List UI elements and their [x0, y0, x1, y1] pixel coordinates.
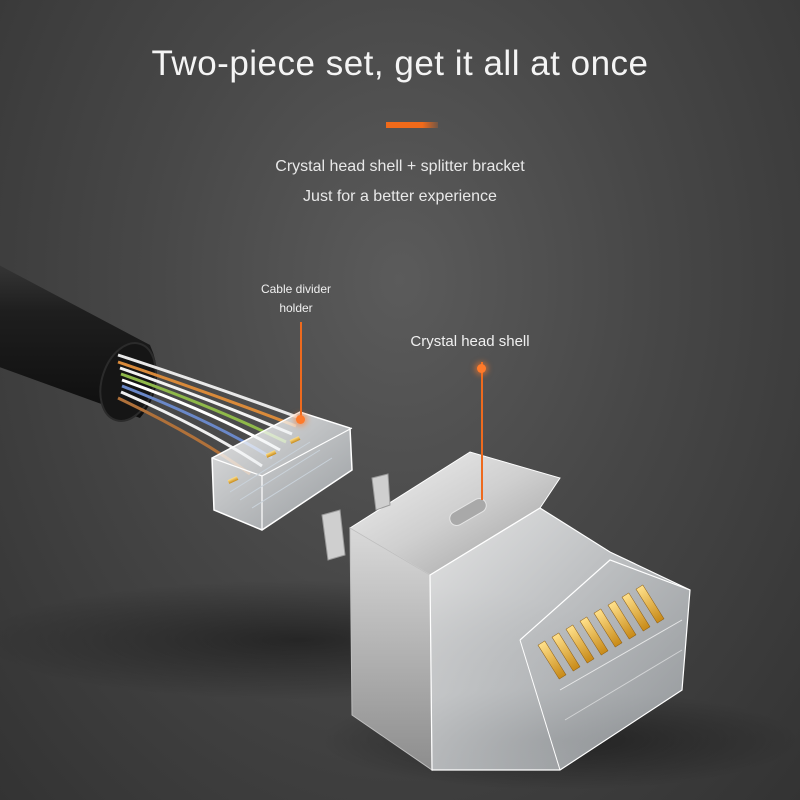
- cable-divider-callout-line: [300, 322, 302, 420]
- cable-divider-callout-label: Cable divider holder: [250, 280, 342, 318]
- subtitle-line-1: Crystal head shell + splitter bracket: [275, 158, 525, 175]
- cable-divider-label-line-1: Cable divider: [260, 282, 332, 296]
- crystal-head-shell-callout-line: [481, 362, 483, 500]
- page-title: Two-piece set, get it all at once: [151, 44, 649, 83]
- accent-divider: [386, 122, 438, 128]
- subtitle-line-2: Just for a better experience: [303, 188, 497, 205]
- cable-divider-holder: [211, 411, 353, 531]
- crystal-head-shell-callout-label: Crystal head shell: [410, 333, 530, 350]
- crystal-head-shell: [321, 451, 691, 771]
- cable-divider-label-line-2: holder: [279, 301, 313, 315]
- ethernet-cable: [0, 265, 158, 422]
- cable-divider-callout-dot: [296, 415, 305, 424]
- crystal-head-shell-callout-dot: [477, 364, 486, 373]
